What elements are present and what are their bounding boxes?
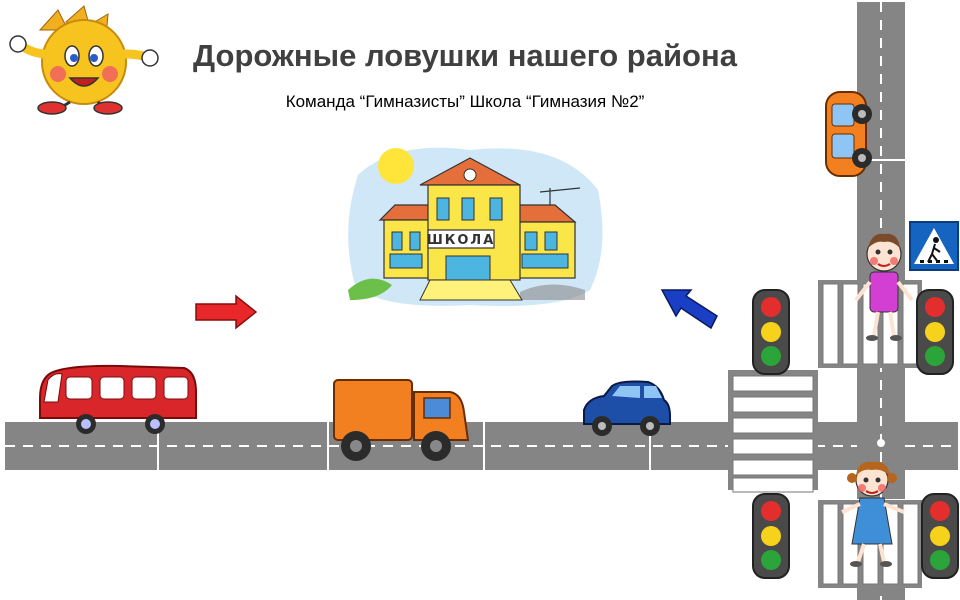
- girl-pedestrian-icon: [841, 461, 905, 567]
- traffic-light-icon: [921, 493, 959, 579]
- slide-subtitle: Команда “Гимназисты” Школа “Гимназия №2”: [285, 92, 645, 111]
- slide-title: Дорожные ловушки нашего района: [193, 38, 737, 73]
- boy-pedestrian-icon: [854, 233, 914, 341]
- blue-arrow-icon: [660, 289, 718, 330]
- truck-icon: [333, 379, 470, 461]
- crosswalk-left: [728, 370, 818, 493]
- red-arrow-icon: [195, 294, 258, 330]
- school-sign-text: ШКОЛА: [427, 233, 496, 248]
- school-building-icon: ШКОЛА: [348, 147, 603, 306]
- blue-car-icon: [583, 380, 671, 436]
- sun-mascot-icon: [9, 5, 159, 115]
- traffic-light-icon: [752, 289, 790, 375]
- traffic-light-icon: [916, 289, 954, 375]
- orange-car-icon: [825, 91, 872, 177]
- pedestrian-crossing-sign-icon: [909, 221, 959, 271]
- traffic-light-icon: [752, 493, 790, 579]
- bus-icon: [39, 364, 197, 434]
